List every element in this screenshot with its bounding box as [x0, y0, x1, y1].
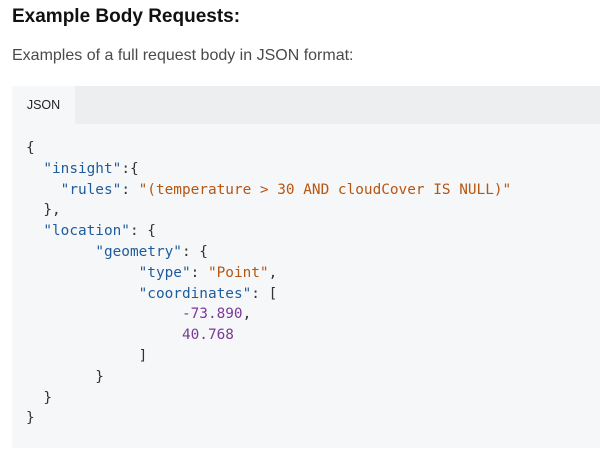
section-heading: Example Body Requests:	[12, 6, 241, 27]
code-line: "location": {	[26, 223, 156, 239]
intro-text: Examples of a full request body in JSON …	[12, 47, 354, 64]
json-punctuation: }	[26, 410, 35, 427]
json-punctuation	[26, 244, 95, 260]
json-punctuation: }	[26, 368, 104, 385]
json-number: 40.768	[181, 327, 234, 344]
json-punctuation: ]	[26, 347, 148, 364]
json-punctuation	[26, 327, 182, 343]
code-line: -73.890,	[26, 306, 251, 322]
json-string: "Point"	[207, 264, 269, 281]
code-line: }	[26, 410, 35, 426]
json-key: "location"	[43, 223, 130, 240]
json-punctuation	[26, 182, 61, 198]
json-key: "type"	[138, 264, 191, 281]
json-punctuation: :{	[121, 160, 139, 177]
json-punctuation: },	[26, 202, 61, 219]
json-punctuation: : {	[181, 243, 208, 260]
json-key: "coordinates"	[138, 285, 252, 302]
json-punctuation: {	[26, 140, 35, 156]
code-line: }	[26, 390, 52, 406]
code-line: "type": "Point",	[26, 264, 278, 281]
json-punctuation	[26, 306, 182, 322]
json-punctuation: }	[26, 389, 52, 406]
json-punctuation: : [	[251, 285, 278, 302]
json-punctuation: : {	[129, 223, 156, 240]
json-key: "geometry"	[95, 243, 182, 260]
tab-json[interactable]: JSON	[12, 86, 75, 124]
code-line: "geometry": {	[26, 244, 208, 260]
code-content: { "insight":{ "rules": "(temperature > 3…	[26, 138, 511, 429]
json-punctuation	[26, 223, 43, 239]
json-punctuation: :	[121, 181, 139, 198]
json-punctuation: ,	[242, 306, 252, 323]
code-tab-bar: JSON	[12, 86, 600, 124]
json-key: "insight"	[43, 160, 122, 177]
code-line: },	[26, 202, 61, 219]
code-block: JSON { "insight":{ "rules": "(temperatur…	[12, 86, 600, 448]
json-key: "rules"	[60, 181, 122, 198]
code-line: }	[26, 369, 104, 385]
code-line: "insight":{	[26, 160, 139, 177]
json-punctuation	[26, 286, 139, 302]
json-punctuation: :	[190, 264, 208, 281]
code-line: ]	[26, 347, 148, 364]
code-line: "coordinates": [	[26, 285, 278, 302]
json-number: -73.890	[181, 306, 243, 323]
code-line: {	[26, 140, 35, 156]
code-line: 40.768	[26, 327, 234, 343]
json-punctuation	[26, 161, 43, 177]
json-punctuation	[26, 265, 139, 281]
code-line: "rules": "(temperature > 30 AND cloudCov…	[26, 181, 512, 198]
json-punctuation: ,	[268, 264, 278, 281]
json-string: "(temperature > 30 AND cloudCover IS NUL…	[138, 181, 512, 198]
